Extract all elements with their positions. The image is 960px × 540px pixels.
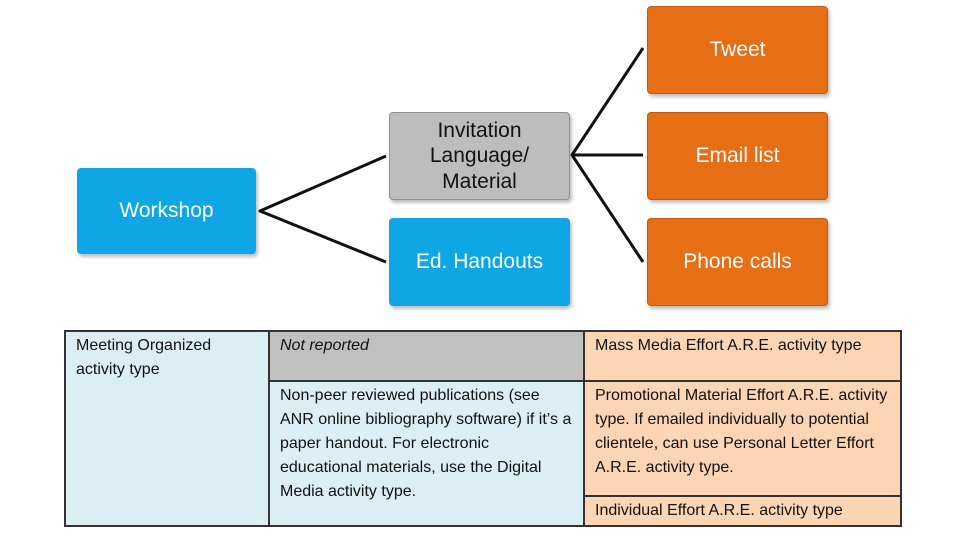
email-label: Email list bbox=[695, 144, 780, 168]
phone-activity-cell: Individual Effort A.R.E. activity type bbox=[583, 495, 902, 527]
tweet-label: Tweet bbox=[709, 38, 766, 62]
invitation-label: Invitation Language/ Material bbox=[429, 118, 530, 193]
tweet-activity-text: Mass Media Effort A.R.E. activity type bbox=[595, 337, 862, 354]
activity-type-table: Meeting Organized activity type Not repo… bbox=[64, 330, 902, 527]
tweet-box: Tweet bbox=[647, 6, 828, 94]
workshop-bracket bbox=[258, 154, 387, 264]
workshop-box: Workshop bbox=[77, 168, 256, 254]
workshop-label: Workshop bbox=[119, 199, 214, 223]
handouts-activity-cell: Non-peer reviewed publications (see ANR … bbox=[268, 380, 585, 527]
invitation-activity-text: Not reported bbox=[280, 337, 369, 354]
invitation-box: Invitation Language/ Material bbox=[389, 112, 570, 200]
workshop-activity-text: Meeting Organized activity type bbox=[76, 337, 212, 378]
phone-activity-text: Individual Effort A.R.E. activity type bbox=[595, 502, 843, 519]
email-activity-text: Promotional Material Effort A.R.E. activ… bbox=[595, 387, 888, 476]
email-box: Email list bbox=[647, 112, 828, 200]
email-activity-cell: Promotional Material Effort A.R.E. activ… bbox=[583, 380, 902, 497]
invitation-activity-cell: Not reported bbox=[268, 330, 585, 382]
tweet-activity-cell: Mass Media Effort A.R.E. activity type bbox=[583, 330, 902, 382]
handouts-activity-text: Non-peer reviewed publications (see ANR … bbox=[280, 387, 572, 500]
phone-box: Phone calls bbox=[647, 218, 828, 306]
handouts-box: Ed. Handouts bbox=[389, 218, 570, 306]
phone-label: Phone calls bbox=[683, 250, 792, 274]
handouts-label: Ed. Handouts bbox=[415, 250, 544, 274]
workshop-activity-cell: Meeting Organized activity type bbox=[64, 330, 270, 527]
